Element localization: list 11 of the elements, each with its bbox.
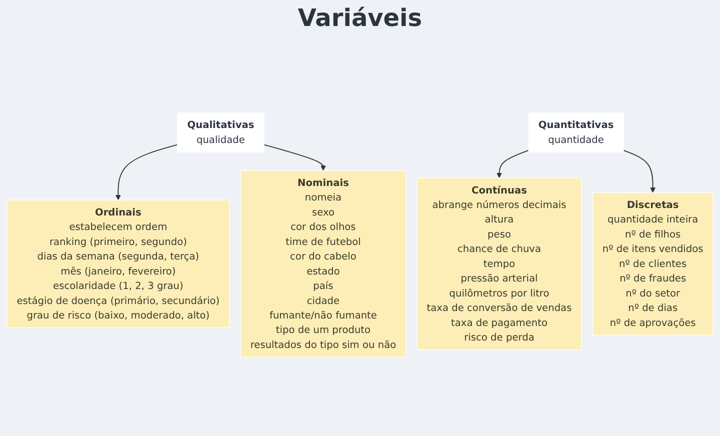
node-box: Ordinais estabelecem ordem ranking (primeiro, segundo) dias da semana (segunda, terça) mês (janeiro, fevereiro) escolaridade (1, 2, 3 grau) estágio de doença (primário, secundário) grau de risco (baixo, moderado, alto) — [6, 200, 230, 328]
arrow — [496, 150, 530, 178]
node-box: Nominais nomeia sexo cor dos olhos time de futebol cor do cabelo estado país cidade fumante/não fumante tipo de um produto resultados do tipo sim ou não — [240, 170, 406, 358]
node-box: Quantitativas quantidade — [528, 112, 624, 152]
node-box: Discretas quantidade inteira nº de filhos nº de itens vendidos nº de clientes nº de fraudes nº do setor nº de dias nº de aprovações — [592, 192, 714, 336]
arrow — [116, 144, 178, 200]
arrow — [264, 144, 326, 171]
diagram-title: Variáveis — [298, 4, 422, 32]
node-box: Qualitativas qualidade — [177, 112, 264, 152]
arrow — [623, 150, 656, 193]
node-box: Contínuas abrange números decimais altura peso chance de chuva tempo pressão arterial quilômetros por litro taxa de conversão de vendas taxa de pagamento risco de perda — [416, 178, 582, 350]
